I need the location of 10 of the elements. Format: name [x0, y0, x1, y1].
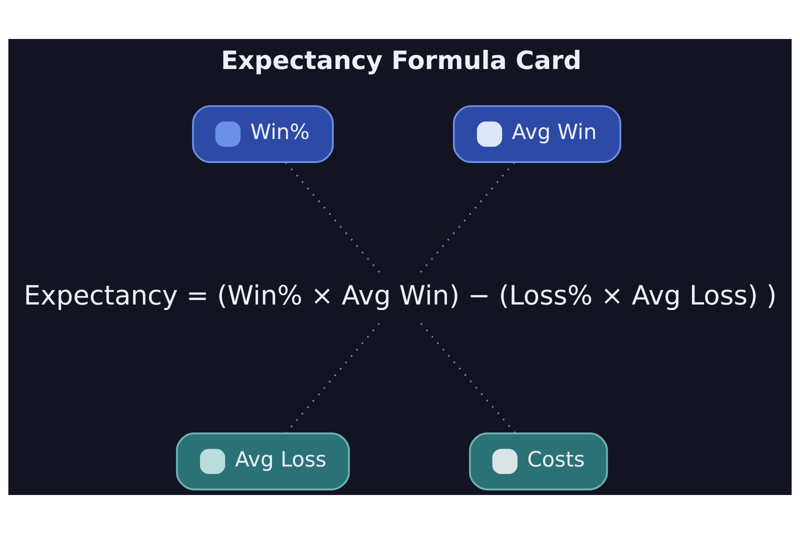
node-box: Avg Loss [176, 432, 350, 490]
node-box: Win% [192, 104, 334, 162]
node-box: Costs [469, 432, 608, 490]
node-text: Expectancy = (Win% × Avg Win) − (Loss% × Avg Loss) ) [24, 280, 777, 311]
diagram-title: Expectancy Formula Card [220, 45, 582, 74]
connector [285, 322, 380, 434]
connector [420, 322, 516, 434]
connector [285, 161, 380, 273]
node-box: Avg Win [452, 104, 622, 162]
connector [420, 161, 515, 273]
